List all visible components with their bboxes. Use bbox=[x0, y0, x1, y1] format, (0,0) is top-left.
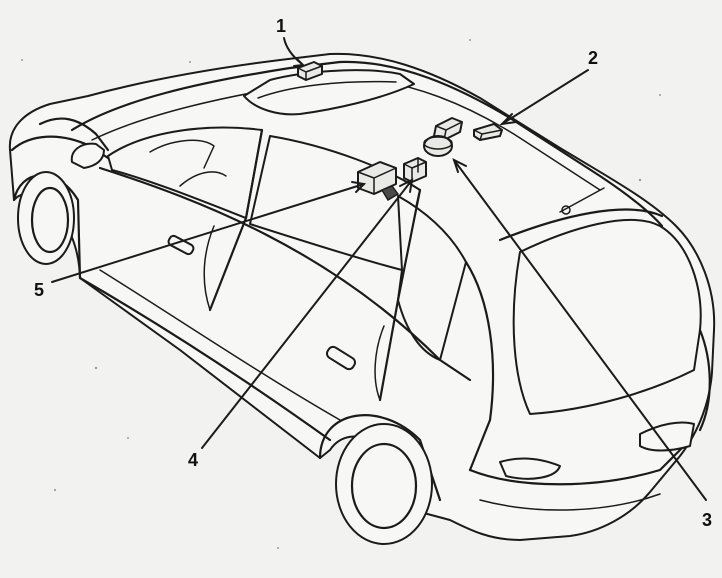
front-rim bbox=[30, 186, 70, 254]
leader-2 bbox=[501, 69, 589, 125]
callout-3: 3 bbox=[702, 510, 712, 530]
c-pillar bbox=[378, 188, 422, 402]
component-1 bbox=[297, 61, 323, 81]
callout-1: 1 bbox=[276, 16, 286, 36]
component-5 bbox=[357, 161, 400, 201]
callout-labels: 1 2 3 4 5 bbox=[34, 16, 712, 530]
rear-hatch-outline bbox=[498, 208, 664, 242]
callout-2: 2 bbox=[588, 48, 598, 68]
front-seat-back bbox=[179, 171, 227, 187]
callout-4: 4 bbox=[188, 450, 198, 470]
windshield bbox=[38, 117, 110, 152]
rear-wheel-arch bbox=[318, 414, 442, 502]
component-4 bbox=[403, 157, 427, 183]
belt-line bbox=[98, 166, 472, 382]
leader-5 bbox=[51, 183, 365, 283]
rear-lower-panel bbox=[479, 493, 661, 511]
rear-bumper bbox=[468, 438, 692, 486]
front-seat-shape bbox=[149, 139, 215, 169]
roof-outline bbox=[70, 60, 664, 228]
leader-lines bbox=[51, 37, 707, 501]
side-mirror bbox=[70, 142, 105, 169]
callout-5: 5 bbox=[34, 280, 44, 300]
rear-wiper bbox=[559, 187, 605, 213]
body-rear-side bbox=[464, 260, 495, 472]
rear-hatch-window bbox=[512, 219, 702, 415]
rear-door-edge bbox=[374, 325, 385, 401]
rear-wiper-pivot bbox=[561, 205, 571, 215]
rear-door-handle bbox=[325, 345, 357, 371]
component-3 bbox=[423, 117, 463, 157]
front-door-edge bbox=[203, 225, 215, 311]
rear-tire bbox=[335, 423, 433, 545]
sunroof-inner bbox=[257, 80, 397, 99]
leader-3 bbox=[453, 159, 707, 501]
lower-body-crease bbox=[99, 269, 341, 421]
rear-corner bbox=[698, 328, 711, 432]
car-body bbox=[8, 52, 716, 545]
components bbox=[297, 61, 503, 201]
component-2 bbox=[473, 123, 503, 141]
leader-4 bbox=[201, 179, 413, 449]
b-pillar bbox=[208, 128, 264, 312]
tail-light-left bbox=[499, 457, 561, 480]
rocker-line bbox=[78, 276, 332, 442]
rear-rim bbox=[350, 442, 418, 530]
